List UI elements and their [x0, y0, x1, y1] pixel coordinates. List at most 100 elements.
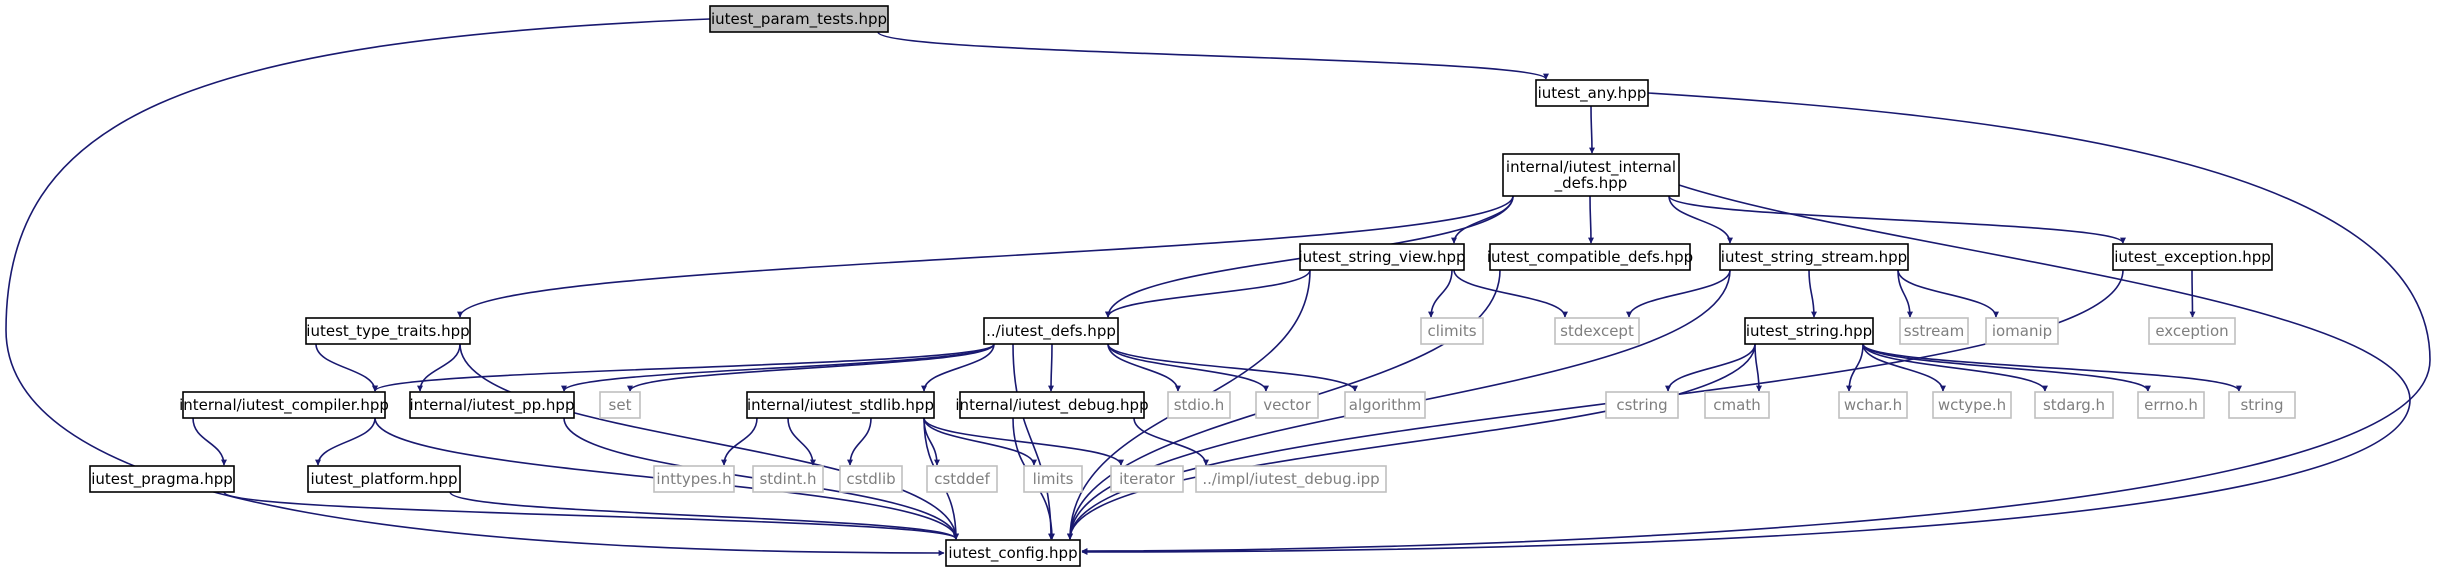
edge-string_stream-to-stdexcept	[1626, 269, 1731, 318]
node-label: exception	[2155, 322, 2228, 340]
node-label: sstream	[1904, 322, 1964, 340]
node-cstdlib: cstdlib	[839, 465, 903, 493]
node-stdio: stdio.h	[1167, 391, 1231, 419]
node-label: ../impl/iutest_debug.ipp	[1202, 470, 1379, 489]
edge-string_hpp-to-config	[1067, 343, 1756, 540]
edge-compiler-to-pragma	[192, 417, 227, 466]
node-algorithm: algorithm	[1344, 391, 1426, 419]
edge-internal_defs-to-type_traits	[457, 195, 1514, 318]
edge-stdlib_hpp-to-stdint	[787, 417, 816, 466]
edge-string_hpp-to-errno	[1862, 343, 2151, 392]
node-wchar: wchar.h	[1838, 391, 1908, 419]
node-config[interactable]: iutest_config.hpp	[945, 539, 1081, 567]
node-label: inttypes.h	[656, 470, 731, 488]
node-climits: climits	[1420, 317, 1484, 345]
node-internal_defs[interactable]: internal/iutest_internal_defs.hpp	[1502, 153, 1680, 197]
node-box	[1299, 243, 1465, 271]
edge-defs-to-algorithm	[1107, 343, 1358, 392]
edge-stdlib_hpp-to-inttypes	[721, 417, 758, 466]
node-box	[1167, 391, 1231, 419]
node-label: stdint.h	[759, 470, 816, 488]
node-exception_hpp[interactable]: iutest_exception.hpp	[2112, 243, 2273, 271]
edge-string_view-to-defs	[1105, 269, 1311, 318]
node-box	[1023, 465, 1083, 493]
node-stdlib_hpp[interactable]: internal/iutest_stdlib.hpp	[746, 391, 935, 419]
node-string_view[interactable]: iutest_string_view.hpp	[1298, 243, 1466, 271]
node-label: iutest_compatible_defs.hpp	[1487, 248, 1693, 267]
node-pp[interactable]: internal/iutest_pp.hpp	[409, 391, 575, 419]
node-param_tests[interactable]: iutest_param_tests.hpp	[709, 5, 889, 33]
edge-string_view-to-stdexcept	[1453, 269, 1568, 318]
node-box	[1838, 391, 1908, 419]
node-box	[1535, 79, 1649, 107]
node-box	[1744, 317, 1874, 345]
node-label: cstring	[1616, 396, 1667, 414]
node-label: set	[609, 396, 632, 414]
node-exception: exception	[2148, 317, 2236, 345]
nodes-layer: iutest_param_tests.hpp iutest_any.hppinte…	[89, 5, 2296, 567]
node-label: errno.h	[2144, 396, 2198, 414]
node-label: iomanip	[1992, 322, 2052, 340]
edge-string_hpp-to-cstring	[1665, 343, 1756, 392]
node-label: internal/iutest_debug.hpp	[955, 396, 1148, 415]
node-label: internal/iutest_stdlib.hpp	[747, 396, 934, 415]
edge-stdlib_hpp-to-limits	[923, 417, 1037, 466]
node-limits: limits	[1023, 465, 1083, 493]
node-box	[1704, 391, 1770, 419]
edge-defs-to-set	[627, 343, 995, 392]
node-stdarg: stdarg.h	[2034, 391, 2114, 419]
edge-type_traits-to-config	[459, 343, 959, 540]
edge-internal_defs-to-compatible_defs	[1587, 195, 1594, 244]
node-type_traits[interactable]: iutest_type_traits.hpp	[305, 317, 471, 345]
node-platform[interactable]: iutest_platform.hpp	[307, 465, 461, 493]
node-box	[1985, 317, 2059, 345]
edge-param_tests-to-any	[877, 31, 1549, 80]
node-label: vector	[1263, 396, 1311, 414]
edge-stdlib_hpp-to-iterator	[923, 417, 1124, 466]
node-label: stdexcept	[1560, 322, 1634, 340]
node-box	[89, 465, 235, 493]
node-label: climits	[1427, 322, 1476, 340]
node-wctype: wctype.h	[1932, 391, 2012, 419]
node-box	[2034, 391, 2114, 419]
node-box	[1420, 317, 1484, 345]
node-string_stream[interactable]: iutest_string_stream.hpp	[1719, 243, 1909, 271]
edge-string_stream-to-sstream	[1897, 269, 1913, 318]
edge-internal_defs-to-config	[1081, 184, 2411, 555]
node-set: set	[599, 391, 641, 419]
node-stdint: stdint.h	[752, 465, 824, 493]
node-defs[interactable]: ../iutest_defs.hpp	[983, 317, 1119, 345]
node-string_hpp[interactable]: iutest_string.hpp	[1744, 317, 1874, 345]
node-box	[1344, 391, 1426, 419]
node-box	[1554, 317, 1640, 345]
node-any[interactable]: iutest_any.hpp	[1535, 79, 1649, 107]
edge-string_hpp-to-wchar	[1846, 343, 1864, 392]
node-box	[983, 317, 1119, 345]
node-impl_debug: ../impl/iutest_debug.ipp	[1195, 465, 1387, 493]
edge-defs-to-stdio	[1107, 343, 1181, 392]
node-label: iutest_platform.hpp	[310, 470, 457, 489]
node-pragma[interactable]: iutest_pragma.hpp	[89, 465, 235, 493]
edge-stdlib_hpp-to-cstdlib	[847, 417, 872, 466]
node-box	[709, 5, 889, 33]
node-string: string	[2228, 391, 2296, 419]
edge-defs-to-debug	[1048, 343, 1055, 392]
node-cstring: cstring	[1605, 391, 1679, 419]
node-compatible_defs[interactable]: iutest_compatible_defs.hpp	[1487, 243, 1693, 271]
node-sstream: sstream	[1899, 317, 1969, 345]
node-compiler[interactable]: internal/iutest_compiler.hpp	[179, 391, 389, 419]
node-label: stdio.h	[1174, 396, 1225, 414]
node-label: iutest_pragma.hpp	[91, 470, 233, 489]
edge-internal_defs-to-string_stream	[1668, 195, 1733, 244]
edge-string_hpp-to-stdarg	[1862, 343, 2048, 392]
node-box	[599, 391, 641, 419]
node-label: iutest_type_traits.hpp	[306, 322, 469, 341]
edge-string_hpp-to-wctype	[1862, 343, 1946, 392]
node-label: iutest_string_view.hpp	[1298, 248, 1465, 267]
node-debug[interactable]: internal/iutest_debug.hpp	[955, 391, 1149, 419]
edge-debug-to-impl_debug	[1133, 417, 1209, 466]
node-label: cmath	[1713, 396, 1760, 414]
edge-internal_defs-to-exception_hpp	[1668, 195, 2126, 244]
node-label: internal/iutest_internal	[1506, 158, 1676, 177]
node-box	[653, 465, 735, 493]
